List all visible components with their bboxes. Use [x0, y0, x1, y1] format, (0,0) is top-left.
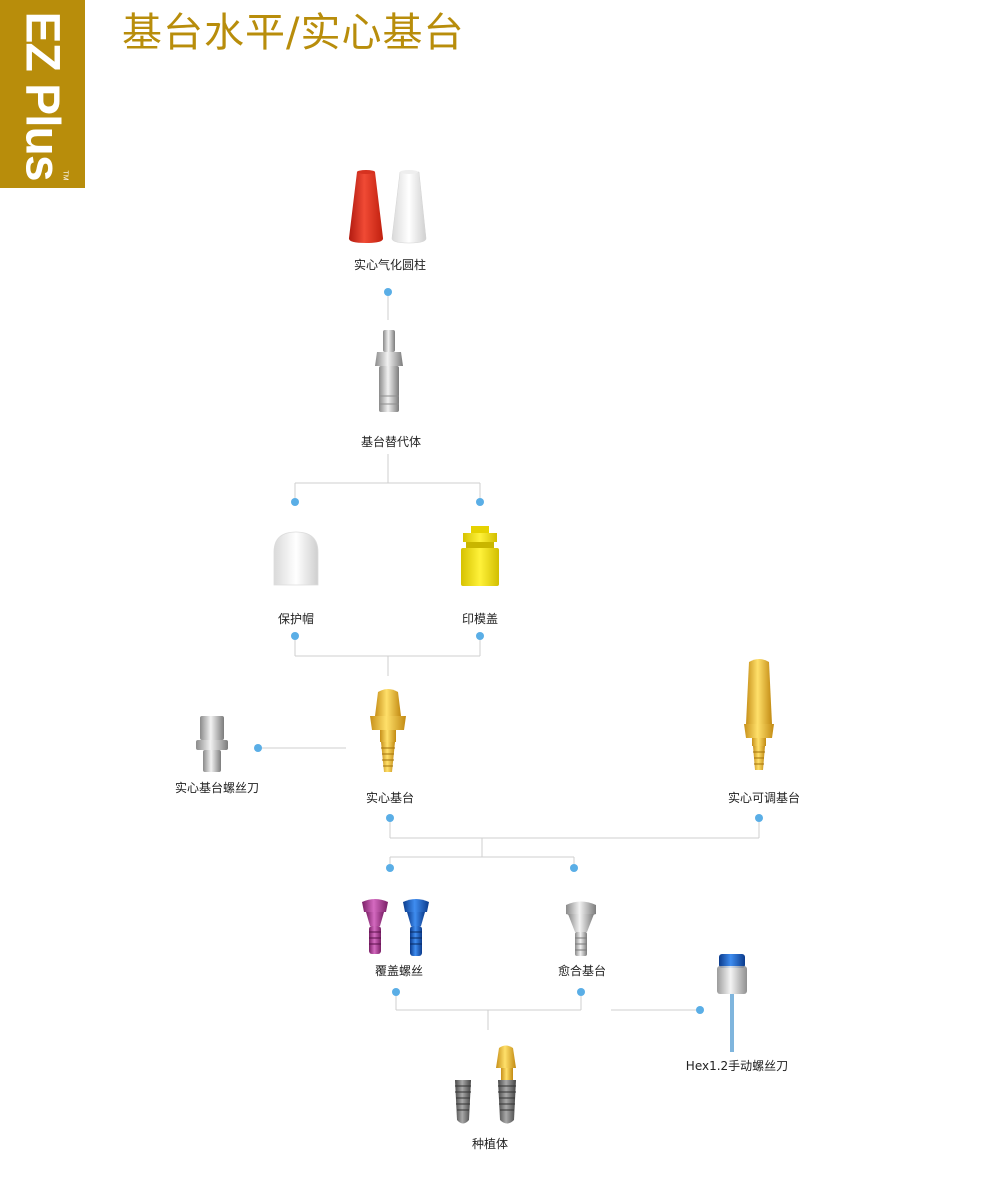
cover-screw-purple-image [362, 899, 388, 954]
hex-driver-image [717, 954, 747, 1052]
implant-with-abutment-image [496, 1045, 516, 1124]
impression-cap-image [461, 526, 499, 586]
adjustable-solid-abutment-image [744, 659, 774, 770]
label-solid-abutment: 实心基台 [365, 791, 415, 805]
label-cover-screw: 覆盖螺丝 [374, 964, 424, 978]
brand-strip: EZ Plus TM [0, 0, 85, 188]
label-adjustable-solid-abutment: 实心可调基台 [727, 791, 801, 805]
page-title: 基台水平/实心基台 [122, 10, 465, 56]
label-protective-cap: 保护帽 [277, 612, 315, 626]
solid-abutment-driver-image [196, 716, 228, 772]
solid-abutment-image [370, 689, 406, 772]
connector-dots [254, 288, 763, 1014]
healing-abutment-image [566, 901, 596, 956]
label-healing-abutment: 愈合基台 [557, 964, 607, 978]
cover-screw-blue-image [403, 899, 429, 956]
label-implant: 种植体 [471, 1137, 509, 1151]
connector-lines [258, 292, 760, 1030]
abutment-analog-image [375, 330, 403, 412]
label-abutment-analog: 基台替代体 [360, 435, 422, 449]
label-solid-abutment-driver: 实心基台螺丝刀 [174, 781, 260, 795]
protective-cap-image [273, 531, 319, 586]
label-impression-cap: 印模盖 [461, 612, 499, 626]
solid-cylinder-white-image [391, 170, 427, 244]
solid-cylinder-red-image [348, 170, 384, 243]
label-hex-driver: Hex1.2手动螺丝刀 [685, 1059, 789, 1073]
implant-gray-image [455, 1080, 471, 1124]
label-solid-cylinder: 实心气化圆柱 [353, 258, 427, 272]
